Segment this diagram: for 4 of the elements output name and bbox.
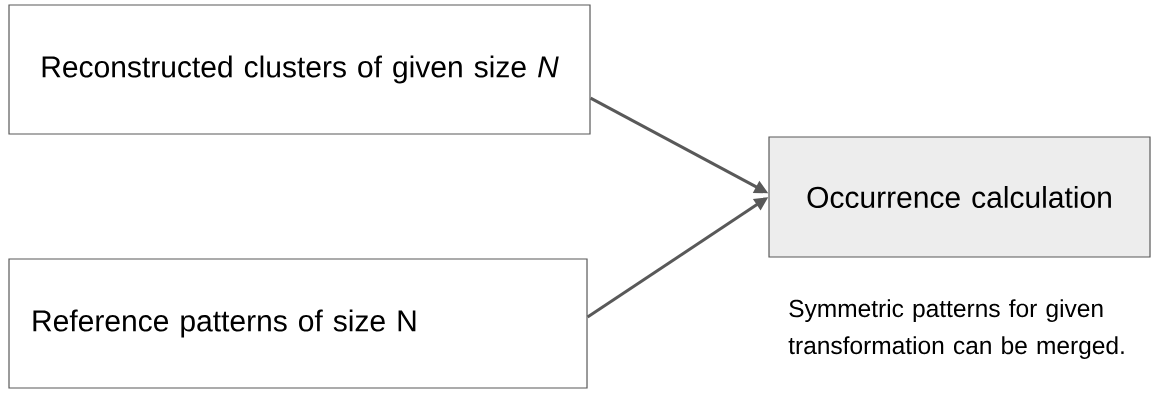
- process-box: Reference patterns of size N: [8, 258, 588, 389]
- process-box: Reconstructed clusters of given size N: [8, 4, 591, 135]
- process-box: Occurrence calculation: [768, 136, 1151, 258]
- note-text: Symmetric patterns for given transformation can be merged.: [788, 299, 1124, 360]
